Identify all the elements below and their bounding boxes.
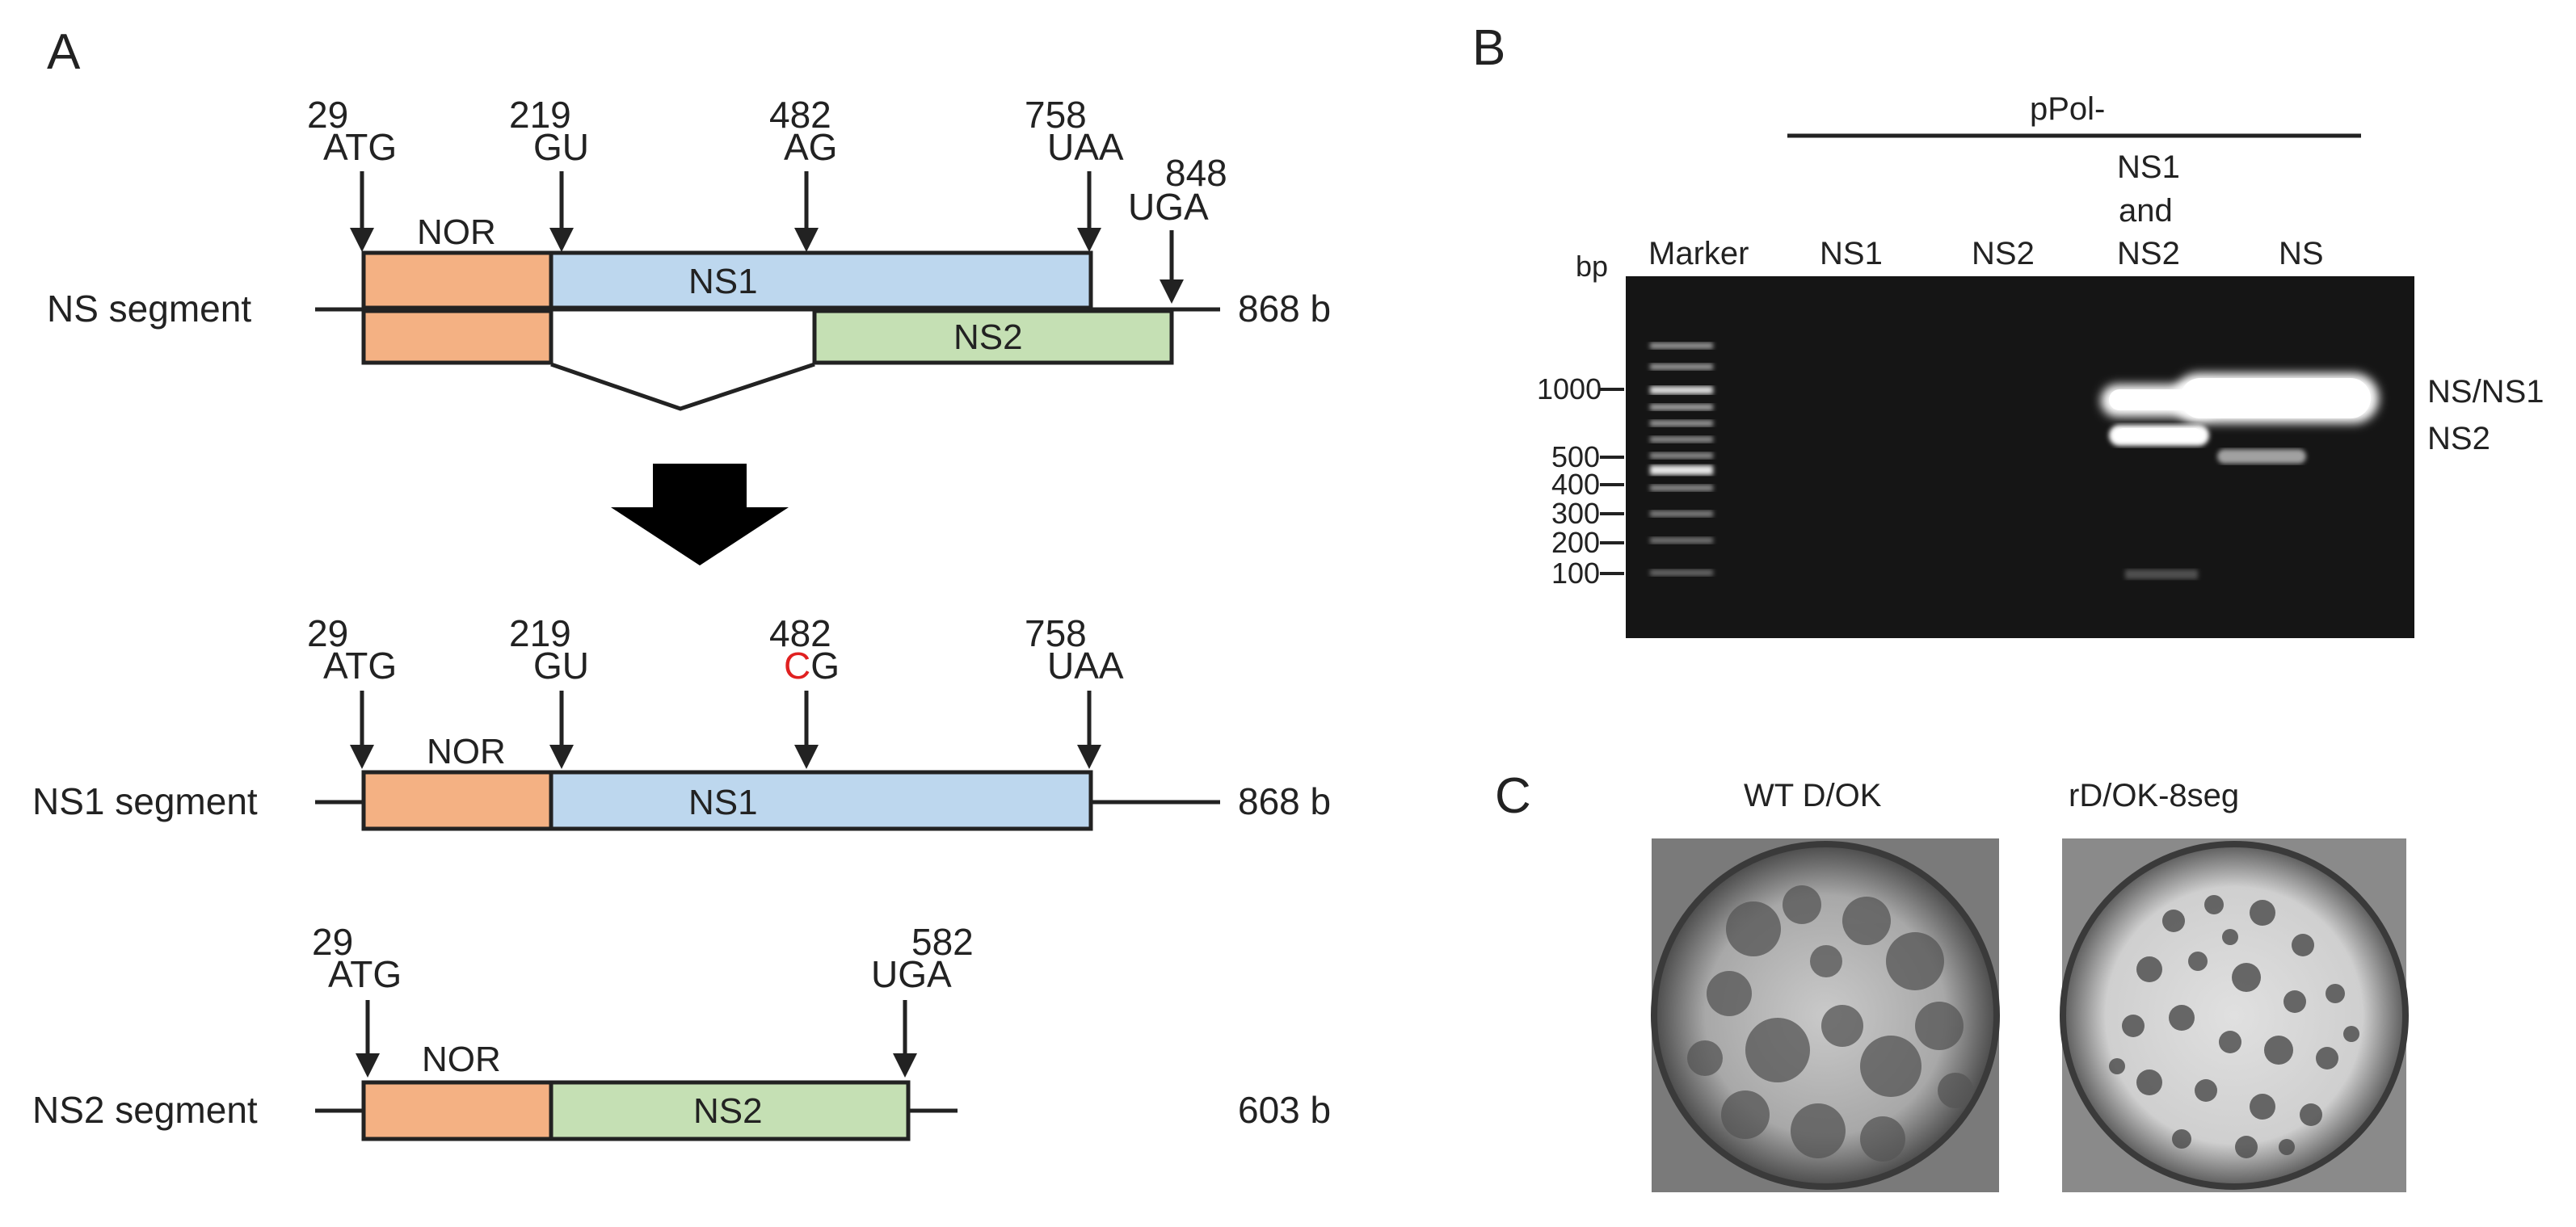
ns1-box [549, 250, 1093, 310]
ladder-400: 400 [1551, 468, 1600, 501]
ladder-500: 500 [1551, 440, 1600, 473]
ladder-200: 200 [1551, 526, 1600, 559]
site-code: ATG [323, 645, 397, 687]
plate-wt-image [1651, 838, 2000, 1192]
ns1-box [549, 770, 1093, 831]
site-pos: 582 [911, 921, 974, 963]
lane-ns1ns2-label-line1: NS1 [2117, 149, 2180, 185]
site-pos: 482 [769, 94, 831, 136]
lane-ns-label: NS [2279, 236, 2324, 271]
site-code: GU [533, 126, 589, 168]
sample-bands [2101, 373, 2379, 579]
down-arrow-icon [611, 464, 789, 565]
lane-ns2-label: NS2 [1972, 236, 2035, 271]
site-pos: 29 [312, 921, 353, 963]
nor-box-2 [361, 309, 554, 365]
nor-box [361, 1080, 554, 1141]
panel-b-label: B [1472, 20, 1505, 76]
lane-ns1ns2-label-line2: and [2119, 193, 2173, 229]
site-code: ATG [323, 126, 397, 168]
ns2-length: 603 b [1238, 1089, 1331, 1131]
ns1-box-label: NS1 [688, 783, 758, 822]
ns2-segment-arrows [356, 1000, 917, 1078]
ladder-100: 100 [1551, 557, 1600, 590]
bp-label: bp [1576, 250, 1608, 283]
site-code: UAA [1047, 126, 1124, 168]
site-pos: 219 [509, 612, 571, 654]
nor-label: NOR [422, 1040, 501, 1079]
site-code: G [810, 645, 840, 687]
ns1-box-label: NS1 [688, 262, 758, 301]
plate-label-wt: WT D/OK [1744, 778, 1882, 813]
site-pos: 29 [307, 94, 348, 136]
ns-segment-label: NS segment [47, 288, 251, 330]
site-pos: 482 [769, 612, 831, 654]
ns2-box-label: NS2 [953, 317, 1023, 357]
lane-ns1ns2-label-line3: NS2 [2117, 236, 2180, 271]
nor-box [361, 250, 554, 310]
ns-segment-sites: 29 ATG 219 GU 482 AG 758 UAA 848 UGA [307, 94, 1227, 228]
mutation-base: C [784, 645, 810, 687]
panel-c-label: C [1495, 768, 1531, 824]
site-code: GU [533, 645, 589, 687]
site-code: AG [784, 126, 837, 168]
ns-length: 868 b [1238, 288, 1331, 330]
site-code-mutated: CG [784, 645, 840, 687]
site-pos: 219 [509, 94, 571, 136]
lane-ns1-label: NS1 [1820, 236, 1883, 271]
band-label-ns-ns1: NS/NS1 [2427, 374, 2544, 410]
panel-a-label: A [47, 24, 81, 80]
plate-label-rd: rD/OK-8seg [2069, 778, 2239, 813]
ns1-segment-arrows [350, 691, 1101, 769]
site-pos: 29 [307, 612, 348, 654]
splice-intron [550, 362, 815, 411]
site-code: UAA [1047, 645, 1124, 687]
ns1-length: 868 b [1238, 780, 1331, 822]
ladder-ticks: 1000 500 400 300 200 100 [1537, 372, 1624, 590]
ladder-300: 300 [1551, 497, 1600, 530]
lane-marker-label: Marker [1648, 236, 1749, 271]
site-pos: 758 [1025, 94, 1087, 136]
nor-box [361, 770, 554, 831]
site-pos: 758 [1025, 612, 1087, 654]
ns1-segment-label: NS1 segment [32, 780, 258, 822]
nor-label: NOR [417, 212, 496, 252]
ns1-segment-sites: 29 ATG 219 GU 482 CG 758 UAA [307, 612, 1124, 687]
ns2-box-label: NS2 [693, 1091, 763, 1131]
site-code: UGA [871, 953, 952, 995]
nor-label: NOR [427, 732, 506, 771]
ns2-box [549, 1080, 911, 1141]
ppol-label: pPol- [2030, 91, 2105, 127]
ns-segment-arrows [350, 171, 1184, 304]
plate-rd-image [2060, 838, 2409, 1192]
site-code: UGA [1128, 186, 1209, 228]
band-label-ns2: NS2 [2427, 421, 2490, 456]
site-code: ATG [328, 953, 402, 995]
site-pos: 848 [1165, 152, 1227, 194]
ns2-segment-label: NS2 segment [32, 1089, 258, 1131]
ladder-1000: 1000 [1537, 372, 1602, 405]
ladder-bands [1650, 342, 1713, 576]
ns2-box [812, 309, 1174, 365]
ns2-segment-sites: 29 ATG 582 UGA [312, 921, 974, 995]
